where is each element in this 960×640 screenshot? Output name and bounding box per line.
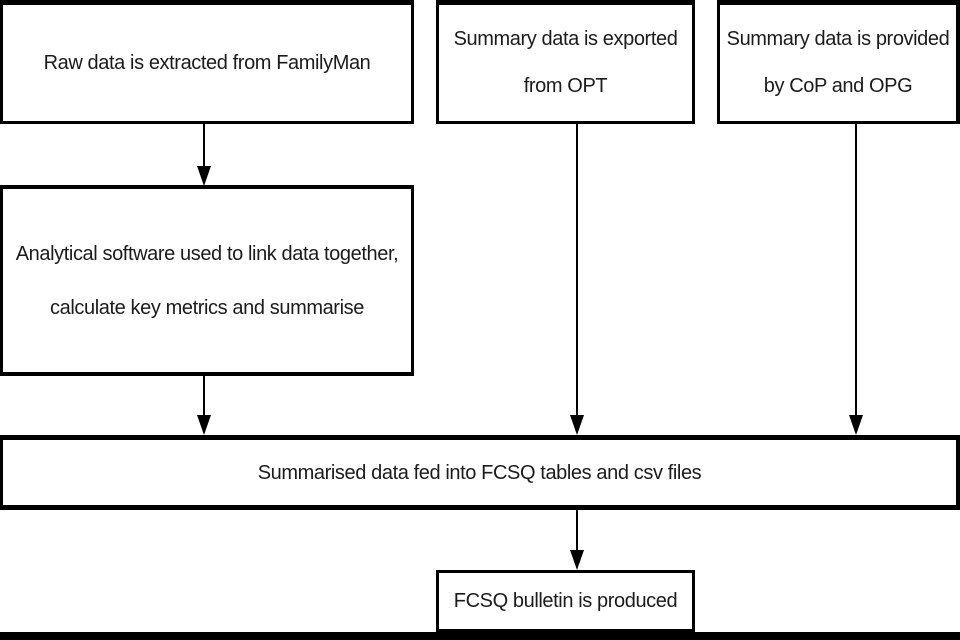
page-border-bottom xyxy=(0,632,960,640)
box-summary-data-opt: Summary data is exported from OPT xyxy=(436,0,695,124)
arrow-fcsq-tables-to-bulletin-head-icon xyxy=(570,550,584,570)
arrow-analytical-to-fcsq-tables-line xyxy=(203,376,205,417)
box-summarised-data-fcsq-tables: Summarised data fed into FCSQ tables and… xyxy=(0,435,960,510)
arrow-opt-to-fcsq-tables-line xyxy=(576,124,578,417)
arrow-familyman-to-analytical-line xyxy=(203,124,205,168)
arrow-cop-opg-to-fcsq-tables-line xyxy=(855,124,857,417)
arrow-familyman-to-analytical-head-icon xyxy=(197,166,211,186)
box-analytical-software-line2: calculate key metrics and summarise xyxy=(50,296,364,319)
box-analytical-software-line1: Analytical software used to link data to… xyxy=(15,242,399,265)
arrow-cop-opg-to-fcsq-tables-head-icon xyxy=(849,415,863,435)
box-summary-data-cop-opg-line2: by CoP and OPG xyxy=(763,75,913,97)
box-summary-data-opt-line1: Summary data is exported xyxy=(453,28,678,50)
box-summarised-data-fcsq-tables-label: Summarised data fed into FCSQ tables and… xyxy=(257,461,702,484)
arrow-fcsq-tables-to-bulletin-line xyxy=(576,510,578,552)
box-raw-data-familyman-label: Raw data is extracted from FamilyMan xyxy=(43,52,371,74)
arrow-analytical-to-fcsq-tables-head-icon xyxy=(197,415,211,435)
box-summary-data-cop-opg: Summary data is provided by CoP and OPG xyxy=(717,0,960,124)
box-fcsq-bulletin-produced-label: FCSQ bulletin is produced xyxy=(453,590,678,612)
box-fcsq-bulletin-produced: FCSQ bulletin is produced xyxy=(436,570,695,632)
box-raw-data-familyman: Raw data is extracted from FamilyMan xyxy=(0,0,414,124)
box-summary-data-opt-line2: from OPT xyxy=(523,75,608,97)
box-summary-data-cop-opg-line1: Summary data is provided xyxy=(726,28,950,50)
box-analytical-software: Analytical software used to link data to… xyxy=(0,185,414,376)
arrow-opt-to-fcsq-tables-head-icon xyxy=(570,415,584,435)
